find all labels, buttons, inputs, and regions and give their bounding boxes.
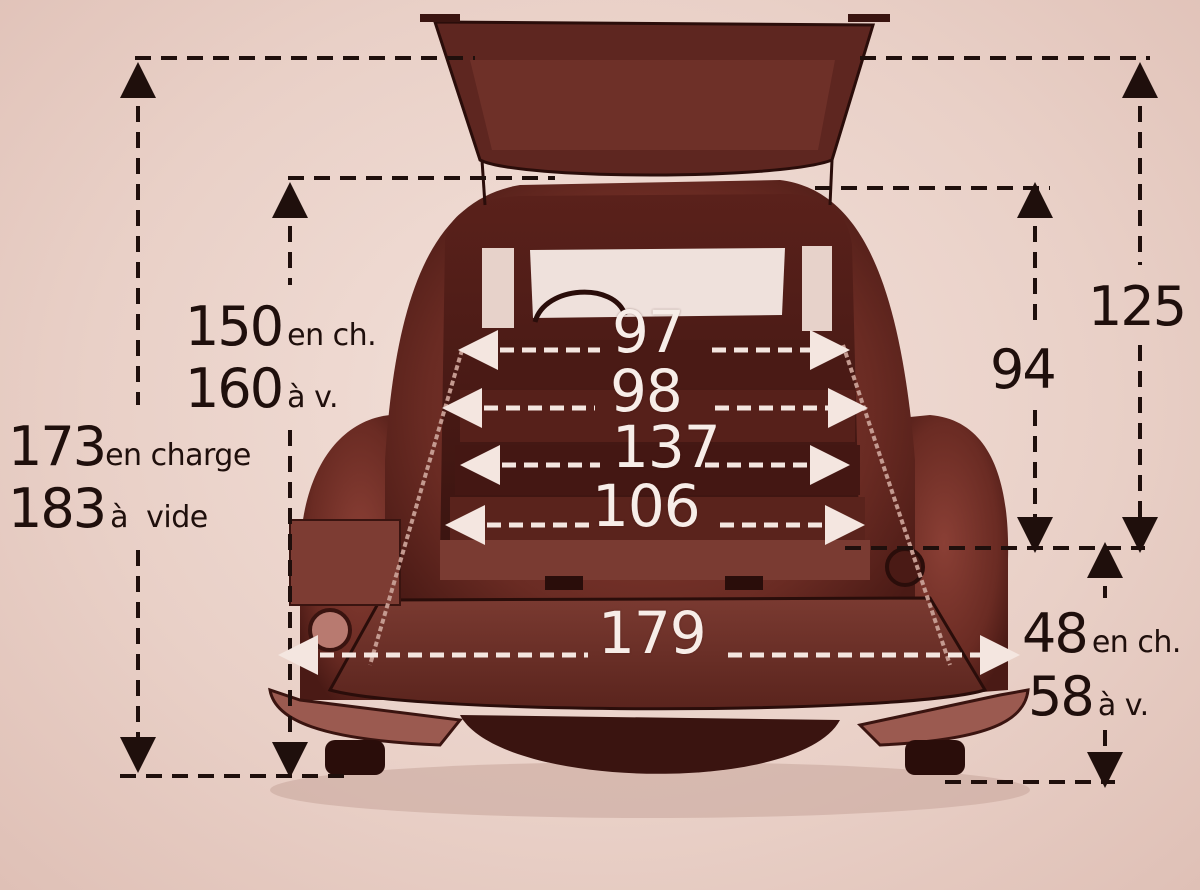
overall-height-loaded-value: 173 bbox=[8, 415, 107, 478]
left-tail-light bbox=[308, 608, 352, 652]
left-support-chain bbox=[368, 349, 464, 666]
upper-hatch-inner bbox=[470, 60, 835, 150]
width-label-106: 106 bbox=[592, 472, 701, 540]
sill-height-empty-value: 58 bbox=[1028, 665, 1095, 728]
roof-height-value: 125 bbox=[1088, 275, 1187, 338]
tailgate-hinge-left bbox=[545, 576, 583, 590]
overall-height-loaded-unit: en charge bbox=[105, 438, 251, 473]
cargo-sill bbox=[440, 540, 870, 580]
sill-height-loaded-unit: en ch. bbox=[1091, 625, 1182, 660]
right-bumper bbox=[856, 688, 1030, 747]
hatch-handle-left bbox=[420, 14, 460, 22]
interior-height-value: 94 bbox=[990, 338, 1057, 401]
opening-height-empty: 160 à v. bbox=[185, 362, 339, 416]
overall-height-empty-unit: à vide bbox=[110, 500, 208, 535]
width-label-97: 97 bbox=[612, 298, 685, 366]
width-label-98: 98 bbox=[610, 357, 683, 425]
width-label-137: 137 bbox=[612, 413, 721, 481]
hatch-strut-right bbox=[828, 159, 834, 206]
windshield bbox=[530, 248, 785, 318]
opening-height-loaded-unit: en ch. bbox=[287, 318, 377, 353]
spare-wheel bbox=[460, 715, 840, 774]
sill-height-loaded-value: 48 bbox=[1022, 602, 1089, 665]
lowered-tailgate bbox=[327, 596, 988, 711]
cargo-floor-2 bbox=[450, 497, 865, 542]
steering-wheel bbox=[532, 289, 628, 323]
sill-height-empty: 58 à v. bbox=[1028, 670, 1149, 724]
license-plate-panel bbox=[289, 519, 401, 606]
opening-height-loaded-value: 150 bbox=[185, 295, 284, 358]
opening-height-loaded: 150 en ch. bbox=[185, 300, 377, 354]
opening-height-empty-unit: à v. bbox=[287, 380, 339, 415]
left-wheel bbox=[325, 740, 385, 775]
opening-height-empty-value: 160 bbox=[185, 357, 284, 420]
tailgate-hinge-right bbox=[725, 576, 763, 590]
overall-height-empty: 183 à vide bbox=[8, 482, 208, 536]
hatch-strut-left bbox=[480, 159, 487, 206]
left-side-window bbox=[482, 248, 514, 328]
seat-back-2 bbox=[460, 390, 855, 442]
tailgate-length-label: 179 bbox=[598, 599, 707, 667]
cargo-floor-1 bbox=[455, 445, 860, 495]
ground-shadow bbox=[270, 762, 1030, 818]
sill-height-empty-unit: à v. bbox=[1097, 688, 1149, 723]
hatch-handle-right bbox=[848, 14, 890, 22]
right-side-window bbox=[802, 246, 832, 331]
right-wheel bbox=[905, 740, 965, 775]
overall-height-loaded: 173en charge bbox=[8, 420, 251, 474]
left-bumper bbox=[268, 687, 463, 747]
sill-height-loaded: 48 en ch. bbox=[1022, 607, 1181, 661]
overall-height-empty-value: 183 bbox=[8, 477, 107, 540]
